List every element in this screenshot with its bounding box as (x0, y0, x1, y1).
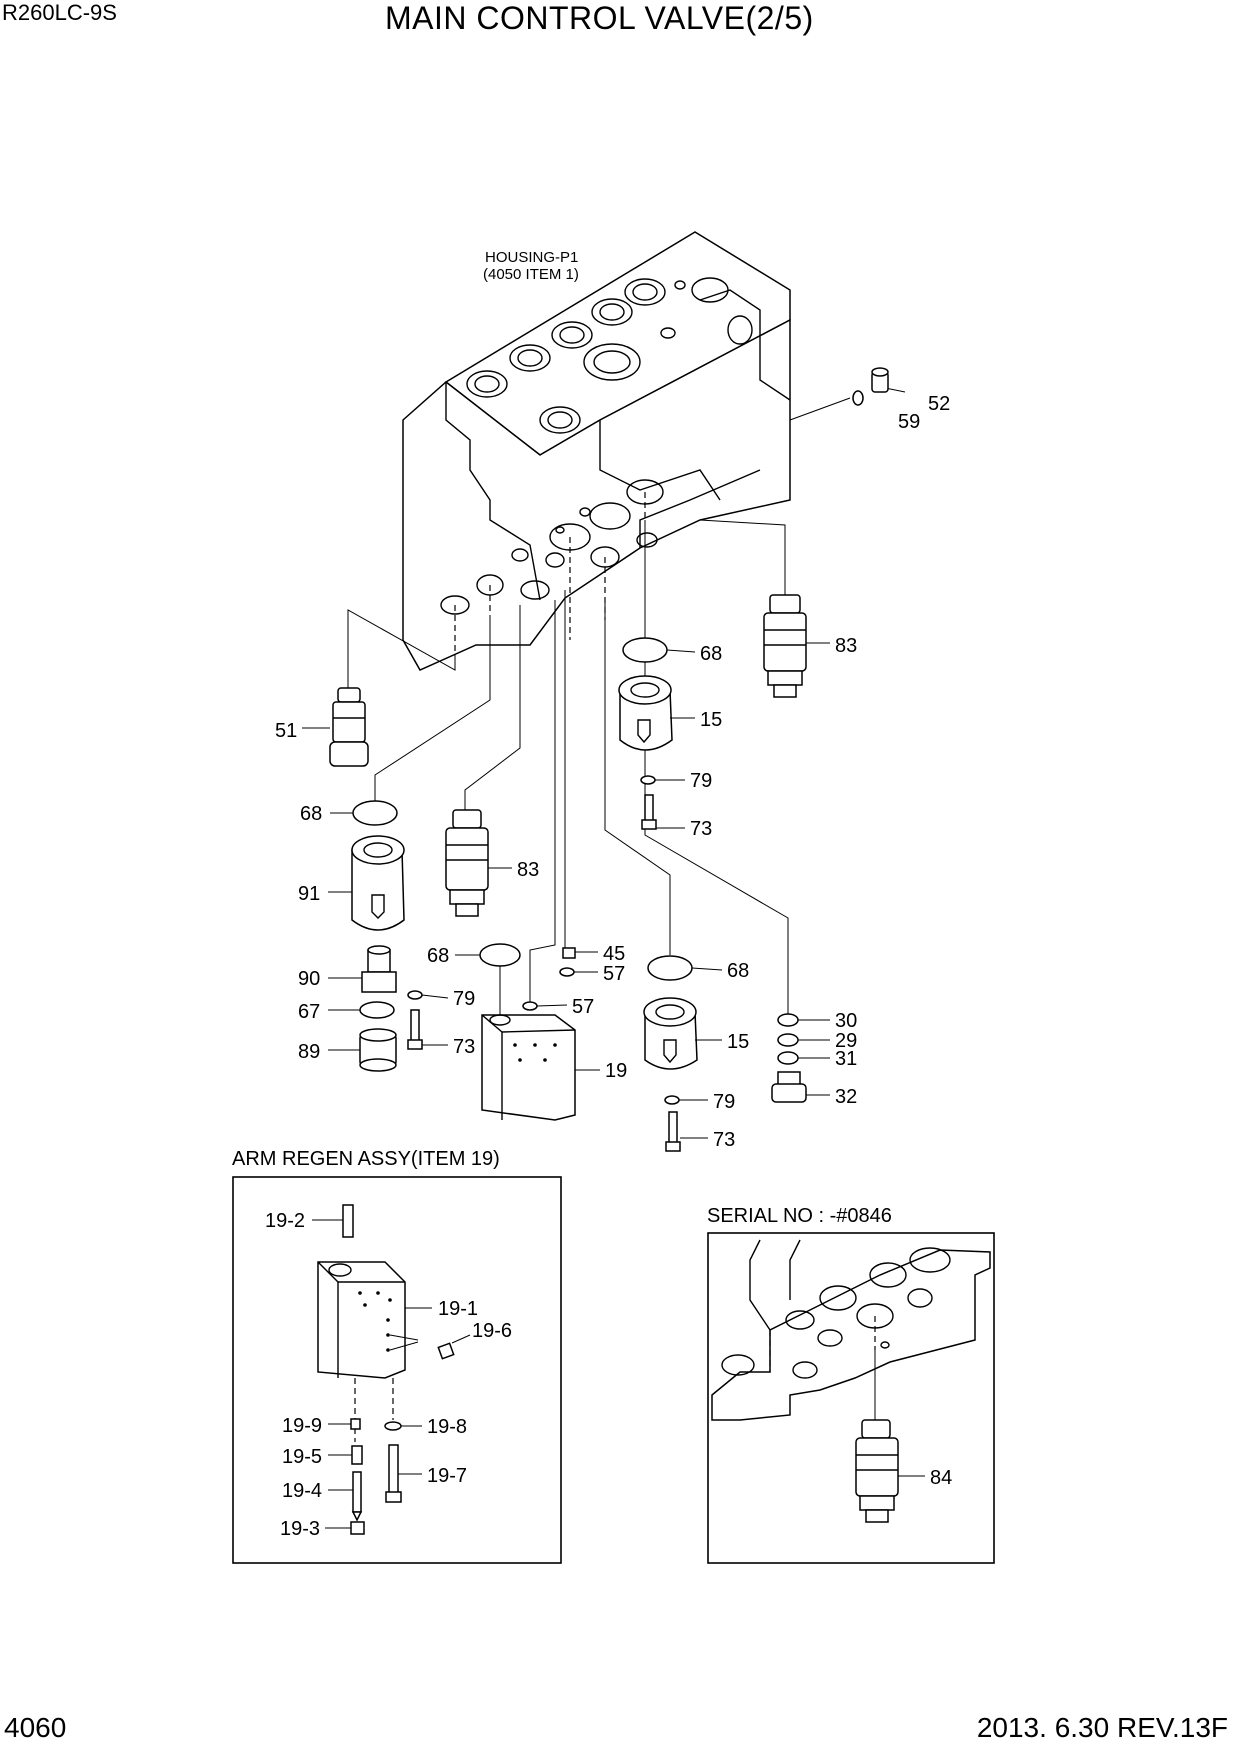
callout-52: 52 (928, 393, 950, 415)
o-ring-68-lower (647, 955, 693, 981)
ring-31 (777, 1051, 799, 1065)
ring-30 (777, 1013, 799, 1027)
callout-51: 51 (275, 720, 297, 742)
plug-45 (562, 947, 576, 959)
page-number: 4060 (4, 1712, 67, 1743)
valve-51 (329, 687, 369, 767)
plug-32 (771, 1071, 807, 1103)
housing-label-line1: HOUSING-P1 (485, 249, 578, 266)
bolt-73-middle (407, 1009, 423, 1050)
callout-57-a: 57 (603, 963, 625, 985)
part-19-9 (350, 1418, 361, 1430)
plug-89 (359, 1028, 397, 1072)
relief-valve-83-right (763, 594, 807, 698)
housing-label-line2: (4050 ITEM 1) (483, 266, 579, 283)
callout-45: 45 (603, 943, 625, 965)
callout-32: 32 (835, 1086, 857, 1108)
callout-19-1: 19-1 (438, 1298, 478, 1320)
model-number: R260LC-9S (2, 0, 117, 25)
washer-79-upper (640, 775, 656, 785)
o-ring-67 (359, 1001, 395, 1019)
valve-housing (402, 231, 791, 671)
callout-31: 31 (835, 1048, 857, 1070)
callout-19-2: 19-2 (265, 1210, 305, 1232)
callout-19-8: 19-8 (427, 1416, 467, 1438)
piston-90 (361, 945, 397, 993)
callout-19-3: 19-3 (280, 1518, 320, 1540)
o-ring-68-upper (622, 637, 668, 663)
relief-valve-84 (855, 1419, 899, 1523)
callout-30: 30 (835, 1010, 857, 1032)
o-ring-57-a (559, 967, 575, 977)
page-title: MAIN CONTROL VALVE(2/5) (385, 0, 814, 36)
callout-15-upper: 15 (700, 709, 722, 731)
cover-91 (351, 835, 405, 931)
body-19-1 (317, 1261, 406, 1379)
callout-59: 59 (898, 411, 920, 433)
ring-29 (777, 1033, 799, 1047)
callout-19-9: 19-9 (282, 1415, 322, 1437)
callout-84: 84 (930, 1467, 952, 1489)
revision-date: 2013. 6.30 REV.13F (976, 1712, 1228, 1743)
callout-73-middle: 73 (453, 1036, 475, 1058)
washer-19-8 (384, 1421, 402, 1431)
o-ring-68-left (352, 800, 398, 826)
callout-79-upper: 79 (690, 770, 712, 792)
plug-52 (852, 367, 889, 406)
callout-90: 90 (298, 968, 320, 990)
arm-regen-block-19 (481, 1014, 576, 1121)
plug-19-6 (437, 1342, 455, 1360)
leader-lines (347, 387, 906, 1015)
callout-68-lower: 68 (727, 960, 749, 982)
callout-19-4: 19-4 (282, 1480, 322, 1502)
spring-19-5 (351, 1445, 363, 1465)
callout-79-middle: 79 (453, 988, 475, 1010)
cover-15-lower (643, 997, 698, 1070)
arm-regen-assy-panel: ARM REGEN ASSY(ITEM 19) (232, 1148, 562, 1564)
o-ring-57-b (522, 1001, 538, 1011)
bolt-73-lower (665, 1111, 681, 1152)
callout-68-left: 68 (300, 803, 322, 825)
callout-83-right: 83 (835, 635, 857, 657)
o-ring-68-middle (479, 943, 521, 967)
washer-79-lower (664, 1095, 680, 1105)
serial-title: SERIAL NO : -#0846 (707, 1205, 892, 1227)
bolt-19-7 (385, 1444, 402, 1503)
cover-15-upper (618, 675, 673, 751)
callout-19-6: 19-6 (472, 1320, 512, 1342)
serial-no-panel: SERIAL NO : -#0846 84 (707, 1205, 995, 1564)
callout-79-lower: 79 (713, 1091, 735, 1113)
arm-regen-title: ARM REGEN ASSY(ITEM 19) (232, 1148, 500, 1170)
callout-83-middle: 83 (517, 859, 539, 881)
callout-15-lower: 15 (727, 1031, 749, 1053)
bolt-73-upper (641, 794, 657, 830)
callout-68-middle: 68 (427, 945, 449, 967)
callout-67: 67 (298, 1001, 320, 1023)
callout-57-b: 57 (572, 996, 594, 1018)
callout-19-7: 19-7 (427, 1465, 467, 1487)
callout-91: 91 (298, 883, 320, 905)
plug-19-3 (350, 1521, 365, 1535)
poppet-19-4 (351, 1471, 363, 1522)
relief-valve-83-middle (445, 809, 489, 917)
washer-79-middle (407, 990, 423, 1000)
callout-19: 19 (605, 1060, 627, 1082)
pin-19-2 (342, 1204, 354, 1238)
callout-73-lower: 73 (713, 1129, 735, 1151)
callout-29: 29 (835, 1030, 857, 1052)
callout-68-upper: 68 (700, 643, 722, 665)
callouts: 52 59 83 68 15 79 73 51 68 91 83 90 79 6… (275, 393, 950, 1151)
callout-89: 89 (298, 1041, 320, 1063)
callout-73-upper: 73 (690, 818, 712, 840)
callout-19-5: 19-5 (282, 1446, 322, 1468)
